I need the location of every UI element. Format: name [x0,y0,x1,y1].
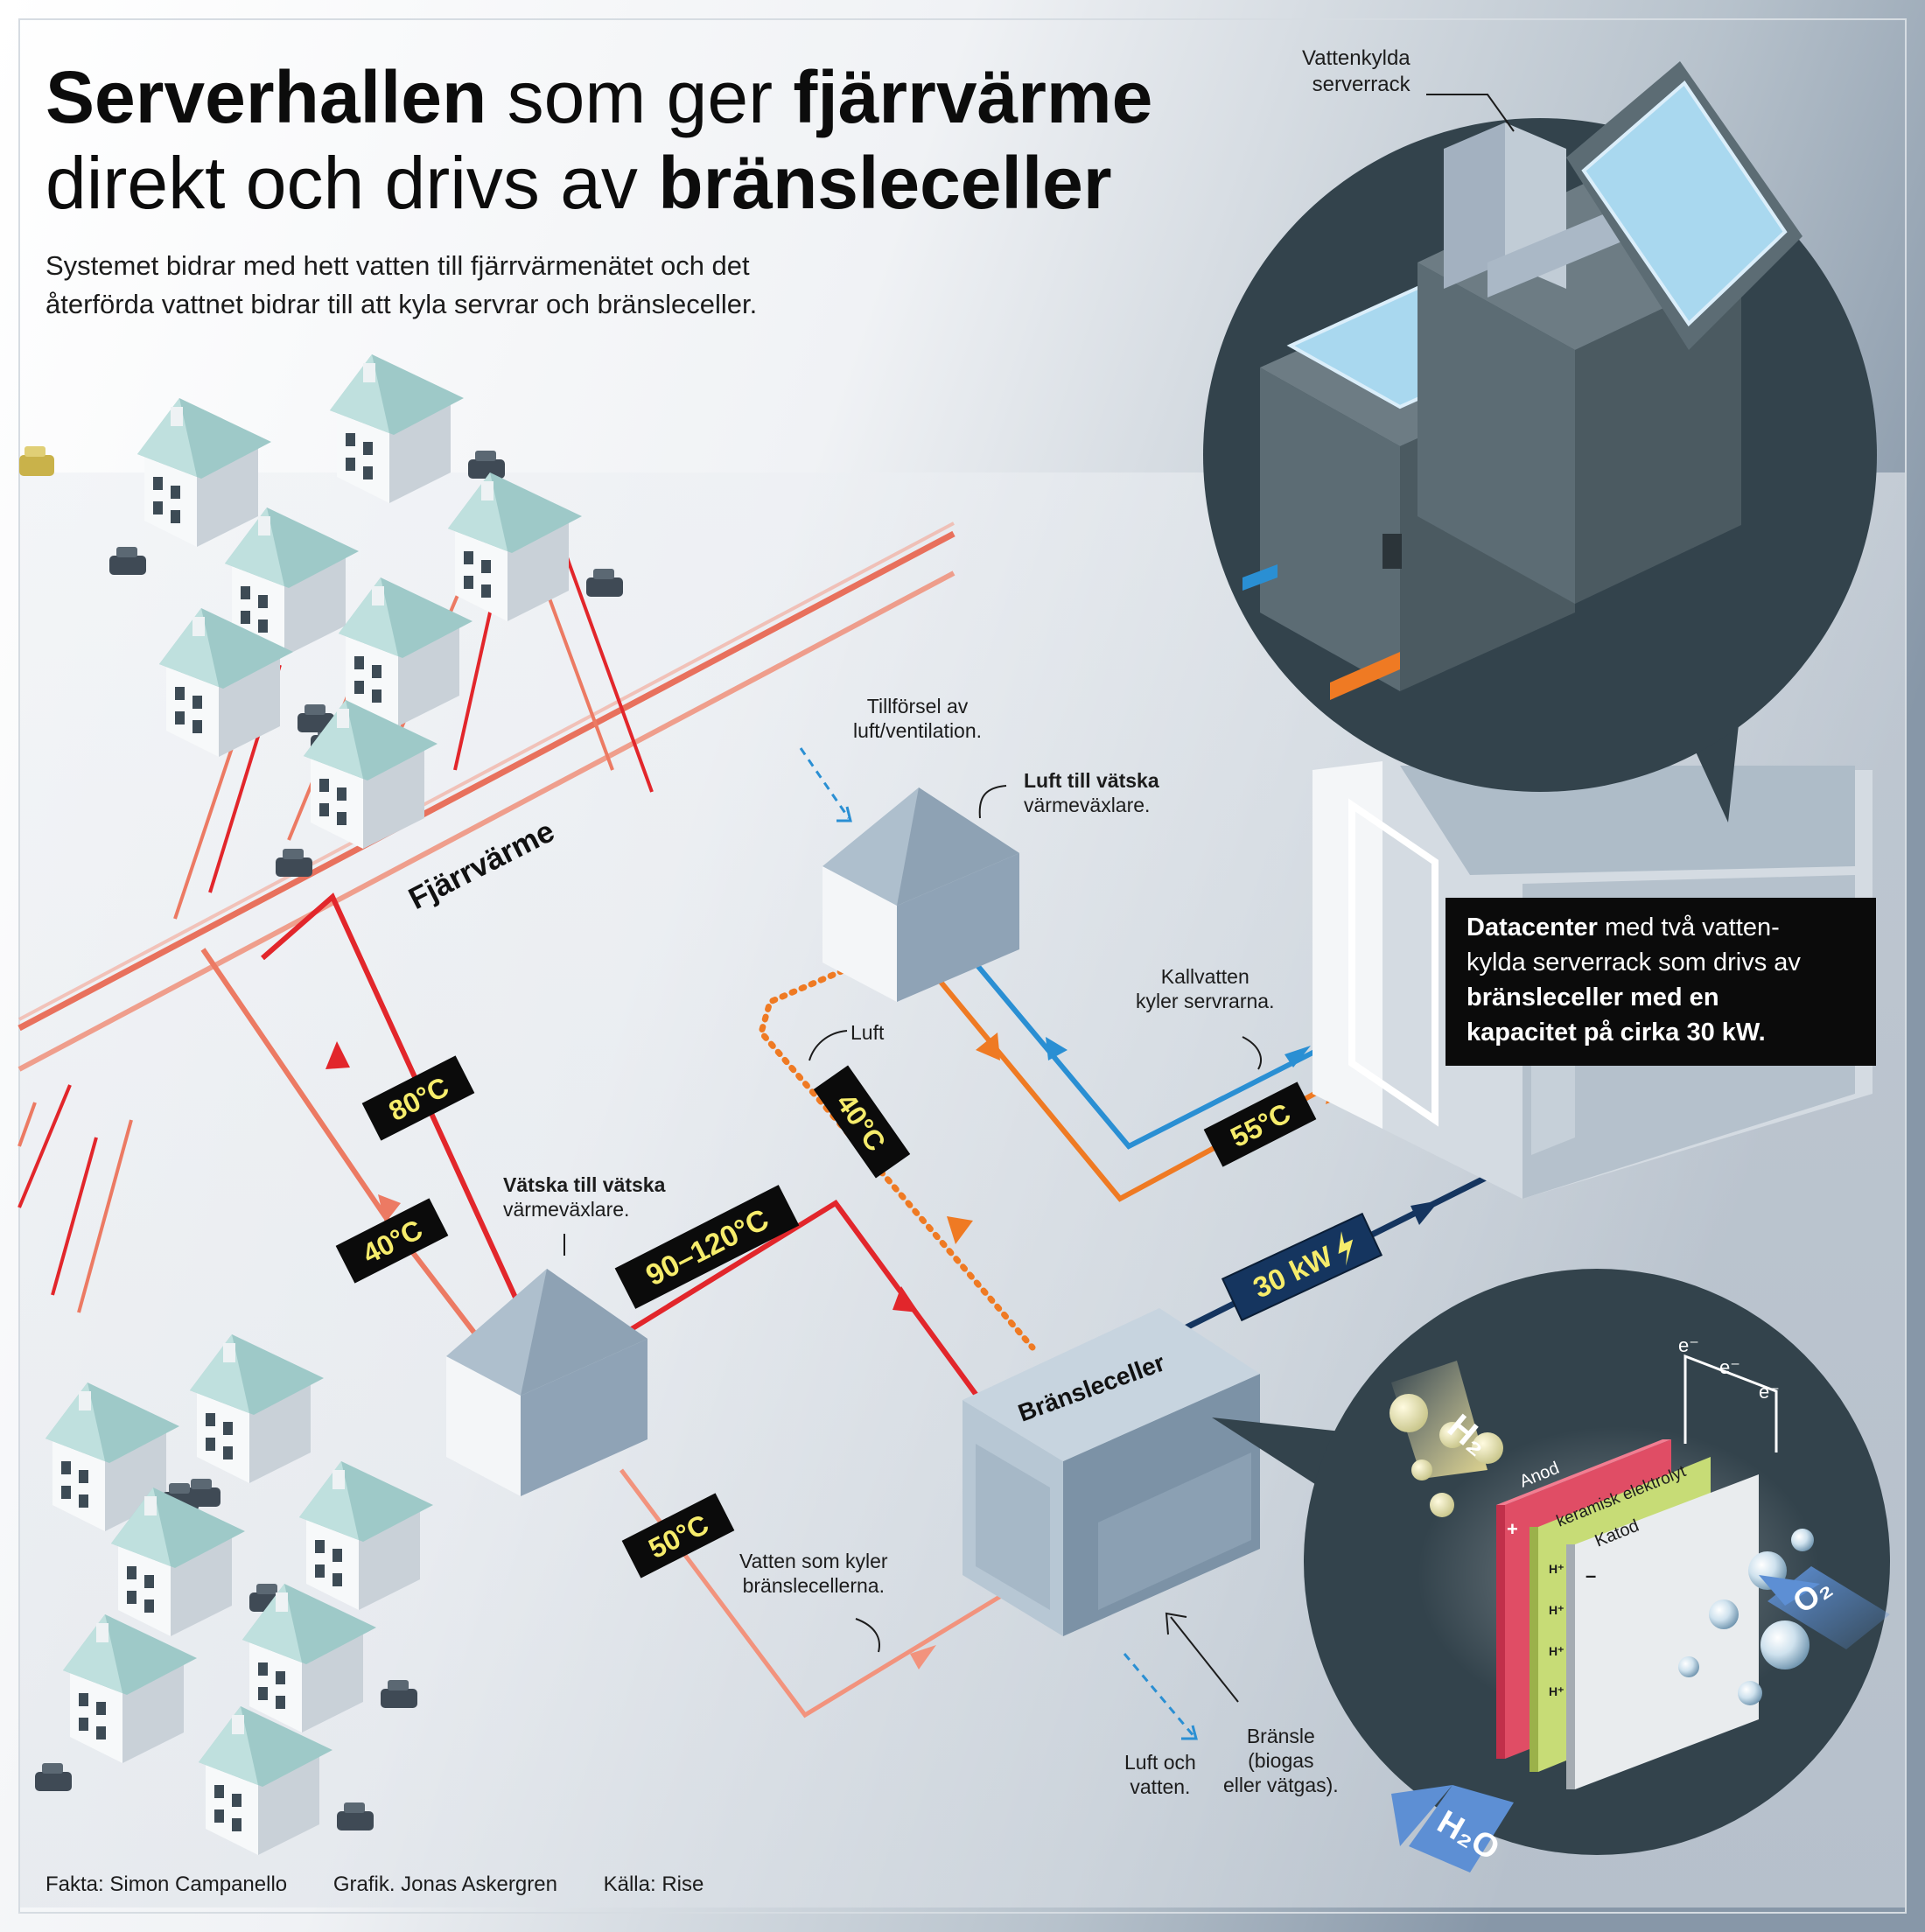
house [242,1584,417,1732]
liquid-exchanger-note: Vätska till vätska värmeväxlare. [503,1173,666,1221]
liquid-heat-exchanger [446,1269,648,1496]
cold-water-note: Kallvatten kyler servrarna. [1136,965,1275,1012]
headline-line-2: direkt och drivs av bränsleceller [46,142,1112,224]
air-note: Luft [850,1021,885,1044]
credit-facts: Fakta: Simon Campanello [46,1872,288,1896]
proton-label-3: H⁺ [1549,1644,1564,1658]
hot-supply-pipe [261,892,519,1301]
air-heat-exchanger [822,788,1019,1002]
plus-sign: + [1507,1518,1518,1540]
electron-label-1: e⁻ [1678,1334,1699,1356]
ventilation-dash [799,747,850,819]
fuel-cell-block [962,1308,1260,1636]
credit-source: Källa: Rise [603,1872,704,1896]
arrow-salmon-loop [910,1645,936,1670]
server-rack-callout [1203,61,1877,822]
credits: Fakta: Simon Campanello Grafik. Jonas As… [46,1872,744,1897]
house [35,1614,197,1791]
arrow-up-red [326,1041,350,1069]
houses [19,354,623,1855]
electron-label-2: e⁻ [1719,1356,1740,1378]
proton-label-4: H⁺ [1549,1684,1564,1698]
house [162,1334,324,1511]
headline: Serverhallen som ger fjärrvärme direkt o… [46,54,1152,226]
server-rack-note: Vattenkylda serverrack [1302,46,1410,96]
arrow-air [947,1216,973,1244]
lightning-icon [1338,1231,1354,1266]
house [199,1706,374,1855]
proton-label-1: H⁺ [1549,1562,1564,1576]
house [330,354,505,503]
annotation-pointers [564,94,1515,1703]
fuel-cell-callout [1212,1269,1890,1872]
air-exchanger-note: Luft till vätska värmeväxlare. [1024,769,1159,816]
house [109,398,271,575]
electron-label-3: e⁻ [1759,1381,1780,1403]
datacenter-info-box: Datacenter med två vatten- kylda serverr… [1446,898,1876,1066]
arrow-down-salmon [378,1194,401,1223]
house [46,1382,220,1531]
tag-30kw: 30 kW [1221,1212,1383,1322]
fuel-note: Bränsle (biogas eller vätgas). [1223,1725,1339,1796]
arrow-blue-down [1046,1037,1068,1060]
arrow-blue-right [1284,1046,1311,1068]
ventilation-note: Tillförsel av luft/ventilation. [853,695,983,742]
exhaust-note: Luft och vatten. [1124,1751,1196,1798]
house [448,472,623,621]
house [311,578,472,754]
arrow-red-loop [892,1286,919,1312]
page-frame [18,18,1907,1914]
arrow-power [1410,1200,1439,1225]
house [159,608,334,757]
intro-text: Systemet bidrar med hett vatten till fjä… [46,250,758,319]
proton-label-2: H⁺ [1549,1603,1564,1617]
air-line [758,959,1036,1351]
house [197,508,359,684]
headline-line-1: Serverhallen som ger fjärrvärme [46,56,1153,138]
house [276,700,438,877]
hot-loop-pipe [628,1199,983,1402]
credit-graphics: Grafik. Jonas Askergren [332,1872,557,1896]
exhaust-dash [1123,1653,1196,1738]
yellow-car [19,446,54,476]
arrow-orange-up [976,1032,1000,1060]
minus-sign: – [1586,1564,1596,1586]
cooling-water-note: Vatten som kyler bränslecellerna. [739,1550,888,1597]
house [111,1488,286,1636]
